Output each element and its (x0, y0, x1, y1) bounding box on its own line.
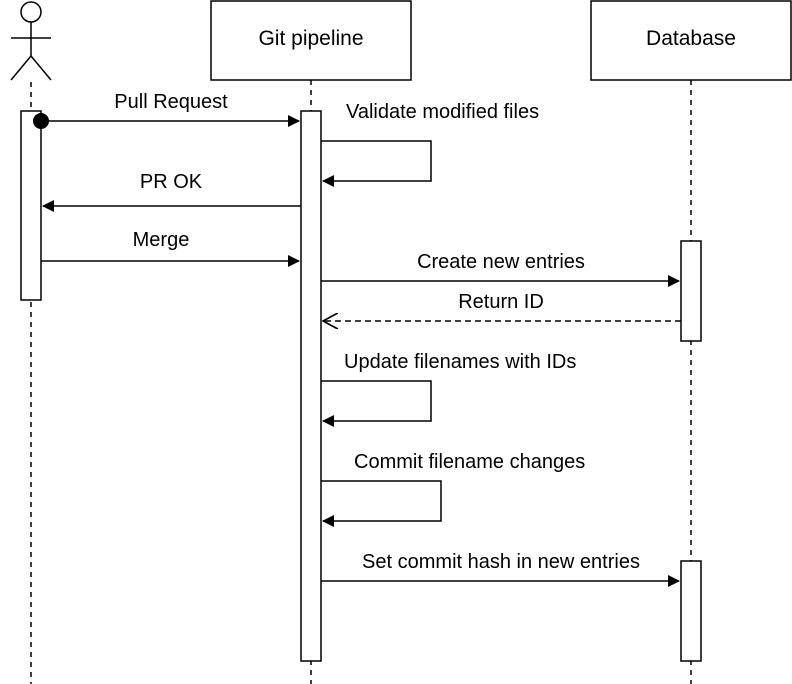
message-commit-changes: Commit filename changes (321, 451, 585, 527)
user-actor-icon (10, 1, 52, 81)
database-activation-set-hash (680, 560, 702, 662)
merge-label: Merge (133, 229, 190, 251)
commit-changes-label: Commit filename changes (354, 451, 585, 473)
message-pull-request: Pull Request (33, 91, 300, 129)
participant-git-pipeline: Git pipeline (210, 0, 412, 81)
set-commit-hash-label: Set commit hash in new entries (362, 551, 640, 573)
actor-activation (20, 110, 42, 301)
message-pr-ok: PR OK (42, 171, 301, 212)
return-id-label: Return ID (458, 291, 544, 313)
database-activation-create (680, 240, 702, 342)
message-set-commit-hash: Set commit hash in new entries (321, 551, 680, 587)
message-create-entries: Create new entries (321, 251, 680, 287)
participant-database: Database (590, 0, 792, 81)
git-pipeline-label: Git pipeline (258, 27, 363, 50)
message-validate-files: Validate modified files (321, 101, 539, 187)
pr-ok-label: PR OK (140, 171, 203, 193)
message-return-id: Return ID (323, 291, 681, 321)
update-filenames-label: Update filenames with IDs (344, 351, 576, 373)
message-update-filenames: Update filenames with IDs (321, 351, 576, 427)
create-entries-label: Create new entries (417, 251, 585, 273)
pull-request-label: Pull Request (114, 91, 228, 113)
git-pipeline-activation (300, 110, 322, 662)
validate-files-label: Validate modified files (346, 101, 539, 123)
database-label: Database (646, 27, 736, 50)
message-merge: Merge (41, 229, 300, 267)
